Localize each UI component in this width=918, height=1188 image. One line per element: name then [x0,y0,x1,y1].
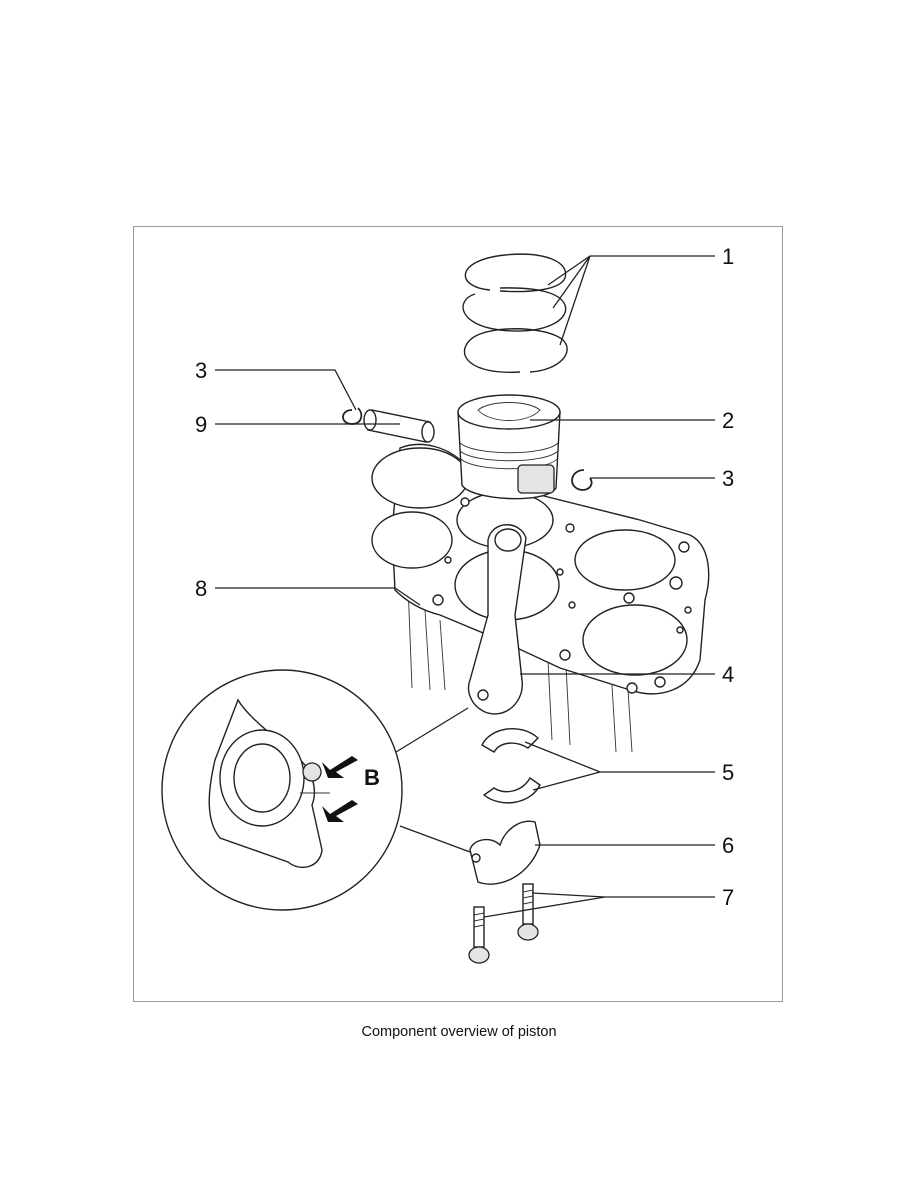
callout-7: 7 [722,885,734,910]
leader-lines [215,255,715,918]
piston-pin [363,409,435,443]
piston [457,394,561,500]
callout-3-right: 3 [722,466,734,491]
callout-2: 2 [722,408,734,433]
callout-6: 6 [722,833,734,858]
callout-8: 8 [195,576,207,601]
detail-arrow-upper [322,756,358,778]
callout-4: 4 [722,662,734,687]
callout-3-left: 3 [195,358,207,383]
piston-rings [462,253,568,373]
circlip-right [571,469,593,491]
callout-9: 9 [195,412,207,437]
con-rod-bolts [468,883,539,964]
figure-caption: Component overview of piston [361,1024,557,1040]
cylinder-block-walls [407,584,633,753]
detail-label-b: B [364,765,380,790]
circlip-left [342,407,363,425]
detail-view-circle [161,669,471,911]
bearing-shells [481,728,541,804]
callout-5: 5 [722,760,734,785]
callout-1: 1 [722,244,734,269]
bearing-cap [469,820,541,885]
connecting-rod [467,524,527,715]
detail-arrow-lower [322,800,358,822]
